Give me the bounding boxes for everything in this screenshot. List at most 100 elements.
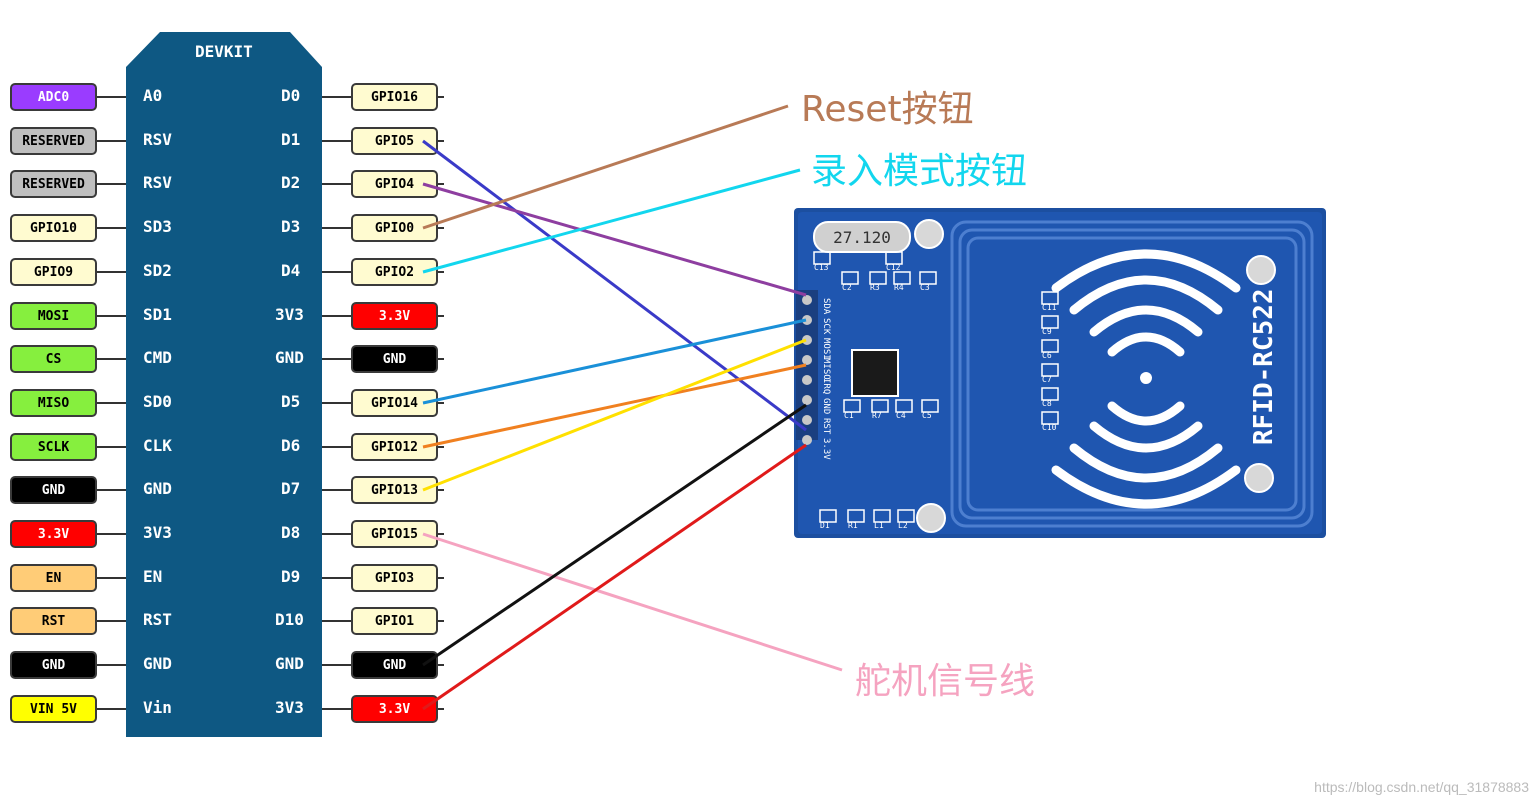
right-pin-name: D2 bbox=[281, 173, 301, 192]
left-pin-stub bbox=[97, 446, 126, 448]
right-pin-name: 3V3 bbox=[275, 698, 304, 717]
wire bbox=[422, 338, 807, 492]
left-pin-func-label: 3.3V bbox=[10, 520, 97, 548]
left-pin-func-label: GPIO10 bbox=[10, 214, 97, 242]
left-pin-func-label: RESERVED bbox=[10, 170, 97, 198]
right-pin-stub bbox=[322, 183, 351, 185]
smd-component-outline bbox=[813, 251, 831, 265]
watermark: https://blog.csdn.net/qq_31878883 bbox=[1314, 779, 1529, 795]
rfid-header-pin-label: SDA bbox=[821, 298, 831, 315]
right-pin-stub bbox=[322, 402, 351, 404]
left-pin-stub bbox=[97, 227, 126, 229]
right-pin-name: D1 bbox=[281, 130, 301, 149]
left-pin-name: A0 bbox=[143, 86, 163, 105]
left-pin-func-label: GND bbox=[10, 476, 97, 504]
left-pin-stub bbox=[97, 140, 126, 142]
right-pin-stub bbox=[322, 140, 351, 142]
smd-component-outline bbox=[843, 399, 861, 413]
rfid-header-pin-label: MOSI bbox=[821, 338, 831, 360]
crystal-label: 27.120 bbox=[833, 228, 891, 247]
right-pin-func-label: GPIO13 bbox=[351, 476, 438, 504]
smd-component-outline bbox=[895, 399, 913, 413]
left-pin-func-label: CS bbox=[10, 345, 97, 373]
left-pin-stub bbox=[97, 708, 126, 710]
right-pin-stub-outer bbox=[438, 315, 444, 317]
left-pin-func-label: RST bbox=[10, 607, 97, 635]
smd-component-label: D1 bbox=[820, 521, 830, 530]
rf-center-dot bbox=[1140, 372, 1152, 384]
rfid-header-pin-label: RST bbox=[821, 418, 831, 435]
left-pin-name: RSV bbox=[143, 173, 172, 192]
right-pin-name: D10 bbox=[275, 610, 304, 629]
rfid-header-pin-label: SCK bbox=[821, 318, 831, 335]
devkit-title: DEVKIT bbox=[195, 42, 253, 61]
smd-component-outline bbox=[1041, 339, 1059, 353]
left-pin-name: RSV bbox=[143, 130, 172, 149]
left-pin-name: 3V3 bbox=[143, 523, 172, 542]
left-pin-name: RST bbox=[143, 610, 172, 629]
smd-component-label: C5 bbox=[922, 411, 932, 420]
smd-component-label: C12 bbox=[886, 263, 901, 272]
smd-component-label: C11 bbox=[1042, 303, 1057, 312]
right-pin-func-label: GPIO16 bbox=[351, 83, 438, 111]
left-pin-func-label: RESERVED bbox=[10, 127, 97, 155]
right-pin-name: GND bbox=[275, 348, 304, 367]
smd-component-outline bbox=[869, 271, 887, 285]
crystal-icon bbox=[813, 221, 911, 253]
right-pin-stub bbox=[322, 96, 351, 98]
right-pin-stub bbox=[322, 708, 351, 710]
right-pin-stub bbox=[322, 620, 351, 622]
left-pin-func-label: GPIO9 bbox=[10, 258, 97, 286]
smd-component-label: C3 bbox=[920, 283, 930, 292]
left-pin-name: CMD bbox=[143, 348, 172, 367]
smd-component-label: C10 bbox=[1042, 423, 1057, 432]
left-pin-func-label: GND bbox=[10, 651, 97, 679]
left-pin-stub bbox=[97, 664, 126, 666]
smd-component-outline bbox=[1041, 291, 1059, 305]
header-pins bbox=[796, 290, 818, 445]
right-pin-name: D4 bbox=[281, 261, 301, 280]
wire bbox=[422, 168, 801, 274]
left-pin-name: GND bbox=[143, 479, 172, 498]
chip-icon bbox=[851, 349, 899, 397]
right-pin-func-label: GPIO2 bbox=[351, 258, 438, 286]
rfid-header-pin-label: MISO bbox=[821, 358, 831, 380]
right-pin-func-label: 3.3V bbox=[351, 302, 438, 330]
wire bbox=[422, 318, 807, 405]
right-pin-stub-outer bbox=[438, 402, 444, 404]
wire bbox=[422, 182, 807, 297]
right-pin-name: D3 bbox=[281, 217, 301, 236]
smd-component-label: C2 bbox=[842, 283, 852, 292]
right-pin-stub bbox=[322, 577, 351, 579]
smd-component-label: L1 bbox=[874, 521, 884, 530]
left-pin-stub bbox=[97, 533, 126, 535]
devkit-body bbox=[126, 32, 322, 737]
smd-component-label: R7 bbox=[872, 411, 882, 420]
left-pin-func-label: MOSI bbox=[10, 302, 97, 330]
left-pin-func-label: MISO bbox=[10, 389, 97, 417]
smd-component-label: L2 bbox=[898, 521, 908, 530]
right-pin-stub bbox=[322, 271, 351, 273]
right-pin-stub bbox=[322, 315, 351, 317]
right-pin-stub-outer bbox=[438, 446, 444, 448]
annotation-enroll-mode-button: 录入模式按钮 bbox=[811, 151, 1028, 192]
left-pin-name: SD1 bbox=[143, 305, 172, 324]
smd-component-outline bbox=[1041, 363, 1059, 377]
right-pin-stub bbox=[322, 533, 351, 535]
right-pin-func-label: GPIO3 bbox=[351, 564, 438, 592]
smd-component-label: C9 bbox=[1042, 327, 1052, 336]
right-pin-name: D5 bbox=[281, 392, 301, 411]
right-pin-stub-outer bbox=[438, 358, 444, 360]
left-pin-name: EN bbox=[143, 567, 163, 586]
wire bbox=[422, 104, 789, 230]
left-pin-name: GND bbox=[143, 654, 172, 673]
wire bbox=[422, 443, 807, 711]
smd-component-outline bbox=[893, 271, 911, 285]
left-pin-stub bbox=[97, 620, 126, 622]
right-pin-stub bbox=[322, 446, 351, 448]
smd-component-outline bbox=[841, 271, 859, 285]
right-pin-name: GND bbox=[275, 654, 304, 673]
right-pin-stub-outer bbox=[438, 183, 444, 185]
left-pin-name: CLK bbox=[143, 436, 172, 455]
